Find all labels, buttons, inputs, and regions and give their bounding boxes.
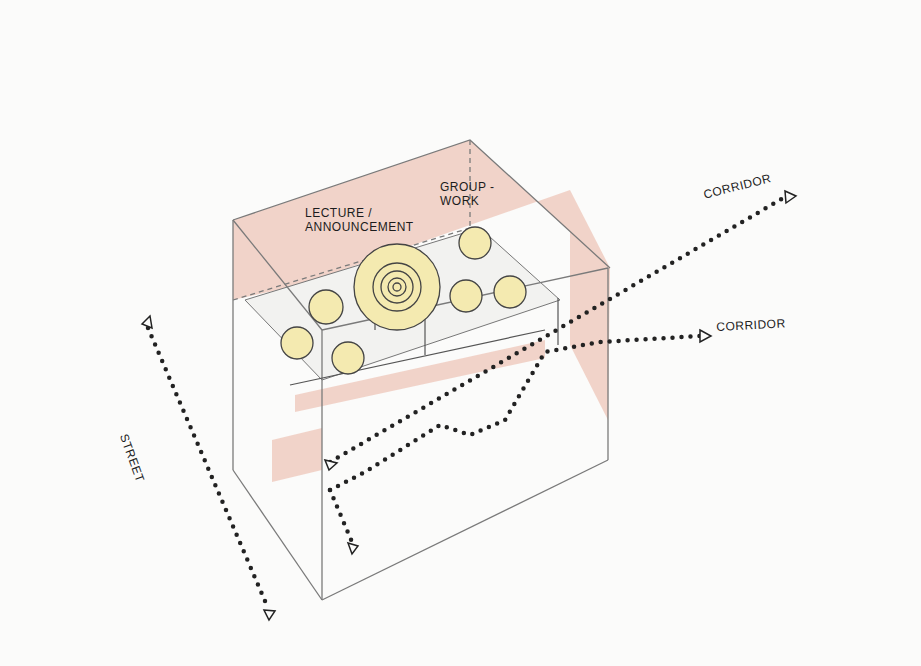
sketch-label: CORRIDOR [716, 314, 837, 334]
floor-slab [245, 228, 560, 380]
path-arrowheads [142, 191, 796, 620]
sketch-label: GROUP - WORK [440, 180, 510, 208]
sketch-label: STREET [117, 432, 161, 521]
low-wall [272, 428, 322, 482]
sketch-label: CORRIDOR [702, 159, 822, 202]
side-wall [570, 190, 610, 420]
activity-circles [281, 227, 526, 374]
sketch-label: LECTURE / ANNOUNCEMENT [305, 206, 415, 234]
box-outline [233, 140, 610, 600]
movement-paths [148, 197, 785, 608]
